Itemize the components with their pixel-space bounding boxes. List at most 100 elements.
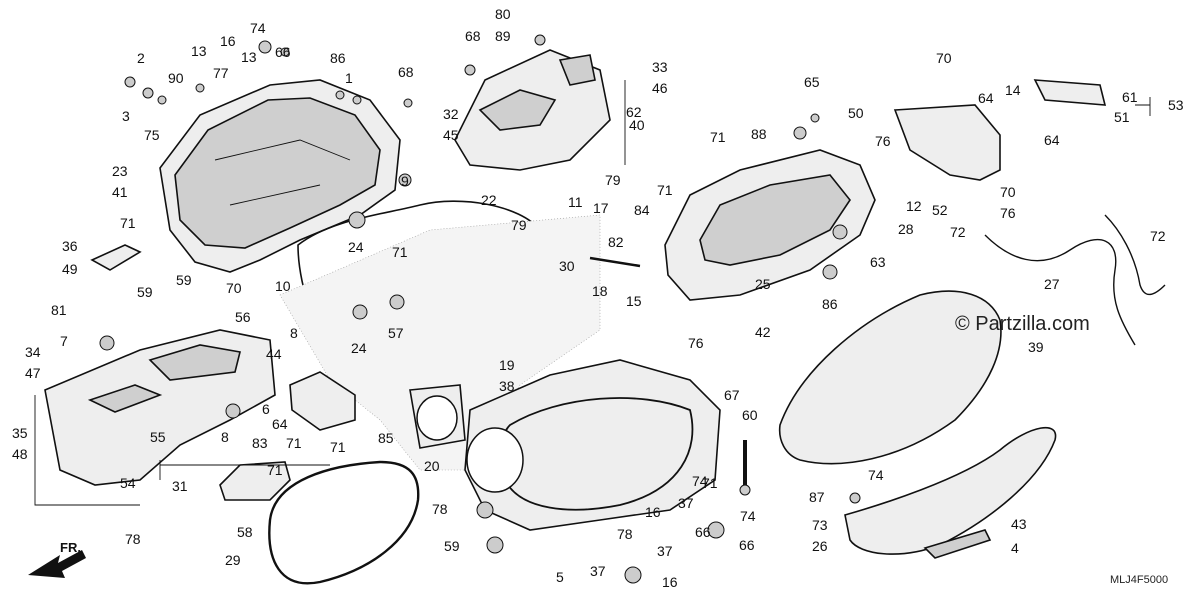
lid — [778, 290, 1002, 465]
callout-label: 74 — [250, 20, 266, 36]
callout-label: 79 — [511, 217, 527, 233]
callout-label: 8 — [221, 429, 229, 445]
callout-label: 71 — [392, 244, 408, 260]
callout-label: 16 — [662, 574, 678, 590]
callout-label: 71 — [710, 129, 726, 145]
callout-label: 76 — [688, 335, 704, 351]
outer-shell — [664, 149, 876, 301]
callout-label: 63 — [870, 254, 886, 270]
callout-label: 53 — [1168, 97, 1184, 113]
callout-label: 87 — [809, 489, 825, 505]
callout-label: 86 — [822, 296, 838, 312]
callout-label: 78 — [125, 531, 141, 547]
bracket — [289, 371, 356, 431]
callout-label: 47 — [25, 365, 41, 381]
callout-label: 84 — [634, 202, 650, 218]
callout-label: 75 — [144, 127, 160, 143]
callout-label: 70 — [1000, 184, 1016, 200]
callout-label: 37 — [678, 495, 694, 511]
callout-label: 19 — [499, 357, 515, 373]
callout-label: 40 — [629, 117, 645, 133]
callout-label: 44 — [266, 346, 282, 362]
callout-label: 24 — [348, 239, 364, 255]
callout-label: 59 — [444, 538, 460, 554]
callout-label: 70 — [226, 280, 242, 296]
callout-label: 7 — [60, 333, 68, 349]
callout-label: 28 — [898, 221, 914, 237]
callout-label: 90 — [168, 70, 184, 86]
callout-label: 85 — [378, 430, 394, 446]
callout-label: 6 — [262, 401, 270, 417]
callout-label: 17 — [593, 200, 609, 216]
callout-label: 52 — [932, 202, 948, 218]
callout-label: 50 — [848, 105, 864, 121]
svg-text:FR.: FR. — [60, 540, 81, 555]
callout-label: 24 — [351, 340, 367, 356]
callout-label: 76 — [1000, 205, 1016, 221]
callout-label: 54 — [120, 475, 136, 491]
mesh-panel — [279, 214, 601, 471]
callout-label: 59 — [137, 284, 153, 300]
callout-label: 13 — [191, 43, 207, 59]
callout-label: 43 — [1011, 516, 1027, 532]
front-direction-arrow: FR. — [28, 540, 86, 578]
callout-label: 25 — [755, 276, 771, 292]
callout-label: 39 — [1028, 339, 1044, 355]
callout-label: 89 — [495, 28, 511, 44]
callout-label: 42 — [755, 324, 771, 340]
callout-label: 71 — [267, 462, 283, 478]
callout-label: 56 — [235, 309, 251, 325]
callout-label: 74 — [740, 508, 756, 524]
callout-label: 20 — [424, 458, 440, 474]
callout-label: 8 — [290, 325, 298, 341]
lid-trim-strip — [923, 529, 992, 559]
callout-label: 57 — [388, 325, 404, 341]
callout-label: 58 — [237, 524, 253, 540]
callout-label: 62 — [626, 104, 642, 120]
callout-label: 4 — [1011, 540, 1019, 556]
callout-label: 45 — [443, 127, 459, 143]
callout-label: 59 — [176, 272, 192, 288]
callout-label: 32 — [443, 106, 459, 122]
callout-label: 82 — [608, 234, 624, 250]
callout-label: 65 — [804, 74, 820, 90]
callout-label: 23 — [112, 163, 128, 179]
callout-label: 35 — [12, 425, 28, 441]
callout-label: 18 — [592, 283, 608, 299]
callout-label: 22 — [481, 192, 497, 208]
callout-label: 64 — [978, 90, 994, 106]
callout-label: 14 — [1005, 82, 1021, 98]
callout-label: 15 — [626, 293, 642, 309]
cable — [984, 234, 1136, 346]
callout-label: 66 — [275, 44, 291, 60]
callout-label: 72 — [1150, 228, 1166, 244]
callout-label: 36 — [62, 238, 78, 254]
lid-seal — [268, 460, 420, 585]
callout-label: 13 — [241, 49, 257, 65]
callout-label: 51 — [1114, 109, 1130, 125]
callout-label: 3 — [122, 108, 130, 124]
callout-label: 9 — [401, 173, 409, 189]
callout-label: 88 — [751, 126, 767, 142]
callout-label: 5 — [556, 569, 564, 585]
callout-label: 10 — [275, 278, 291, 294]
callout-label: 71 — [657, 182, 673, 198]
lock-mechanism — [454, 49, 611, 171]
callout-label: 71 — [120, 215, 136, 231]
callout-label: 64 — [272, 416, 288, 432]
callout-label: 64 — [1044, 132, 1060, 148]
callout-label: 80 — [495, 6, 511, 22]
callout-label: 38 — [499, 378, 515, 394]
speaker-ring — [409, 384, 466, 449]
callout-label: 71 — [330, 439, 346, 455]
cable-branch — [1104, 214, 1166, 296]
callout-label: 74 — [692, 473, 708, 489]
lower-cover — [44, 329, 276, 486]
callout-label: 81 — [51, 302, 67, 318]
group-brackets — [34, 80, 1151, 506]
callout-label: 77 — [213, 65, 229, 81]
callout-label: 16 — [220, 33, 236, 49]
callout-label: 60 — [742, 407, 758, 423]
